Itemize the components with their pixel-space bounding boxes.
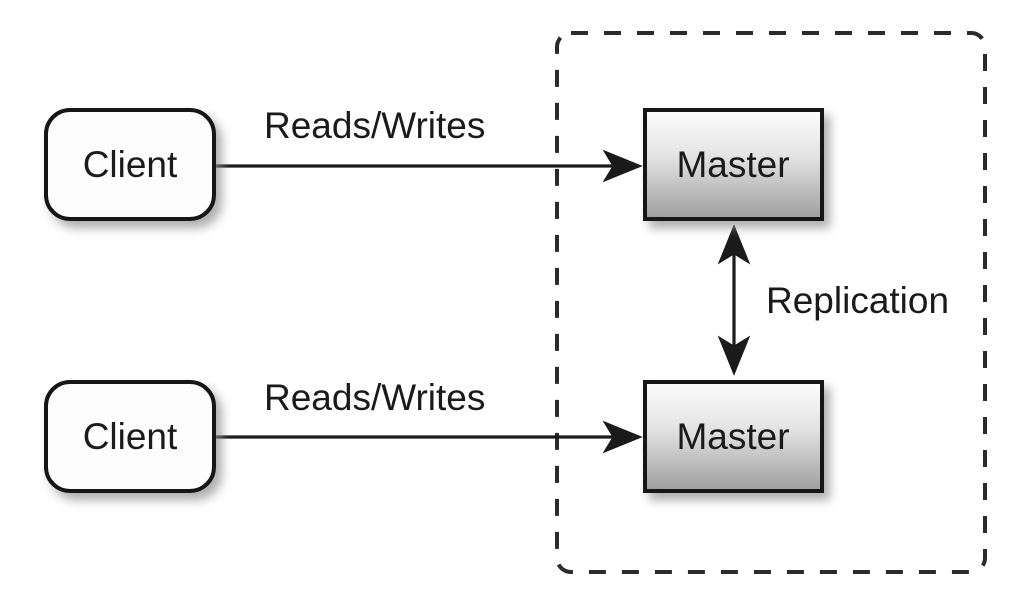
edge-label-replication: Replication bbox=[766, 280, 949, 321]
client-top-label: Client bbox=[83, 144, 178, 185]
replication-cluster-boundary bbox=[555, 31, 987, 574]
master-bottom-shape[interactable] bbox=[643, 380, 824, 493]
master-top-shape[interactable] bbox=[643, 108, 824, 221]
master-bottom-label: Master bbox=[676, 416, 789, 457]
node-client-top[interactable] bbox=[44, 108, 216, 221]
node-master-bottom[interactable] bbox=[643, 380, 824, 493]
node-master-top[interactable] bbox=[643, 108, 824, 221]
client-top-shape[interactable] bbox=[44, 108, 216, 221]
client-bottom-shape[interactable] bbox=[44, 380, 216, 493]
edge-label-reads-writes-top: Reads/Writes bbox=[264, 105, 485, 146]
master-top-label: Master bbox=[676, 144, 789, 185]
edge-label-reads-writes-bottom: Reads/Writes bbox=[264, 377, 485, 418]
node-client-bottom[interactable] bbox=[44, 380, 216, 493]
client-bottom-label: Client bbox=[83, 416, 178, 457]
